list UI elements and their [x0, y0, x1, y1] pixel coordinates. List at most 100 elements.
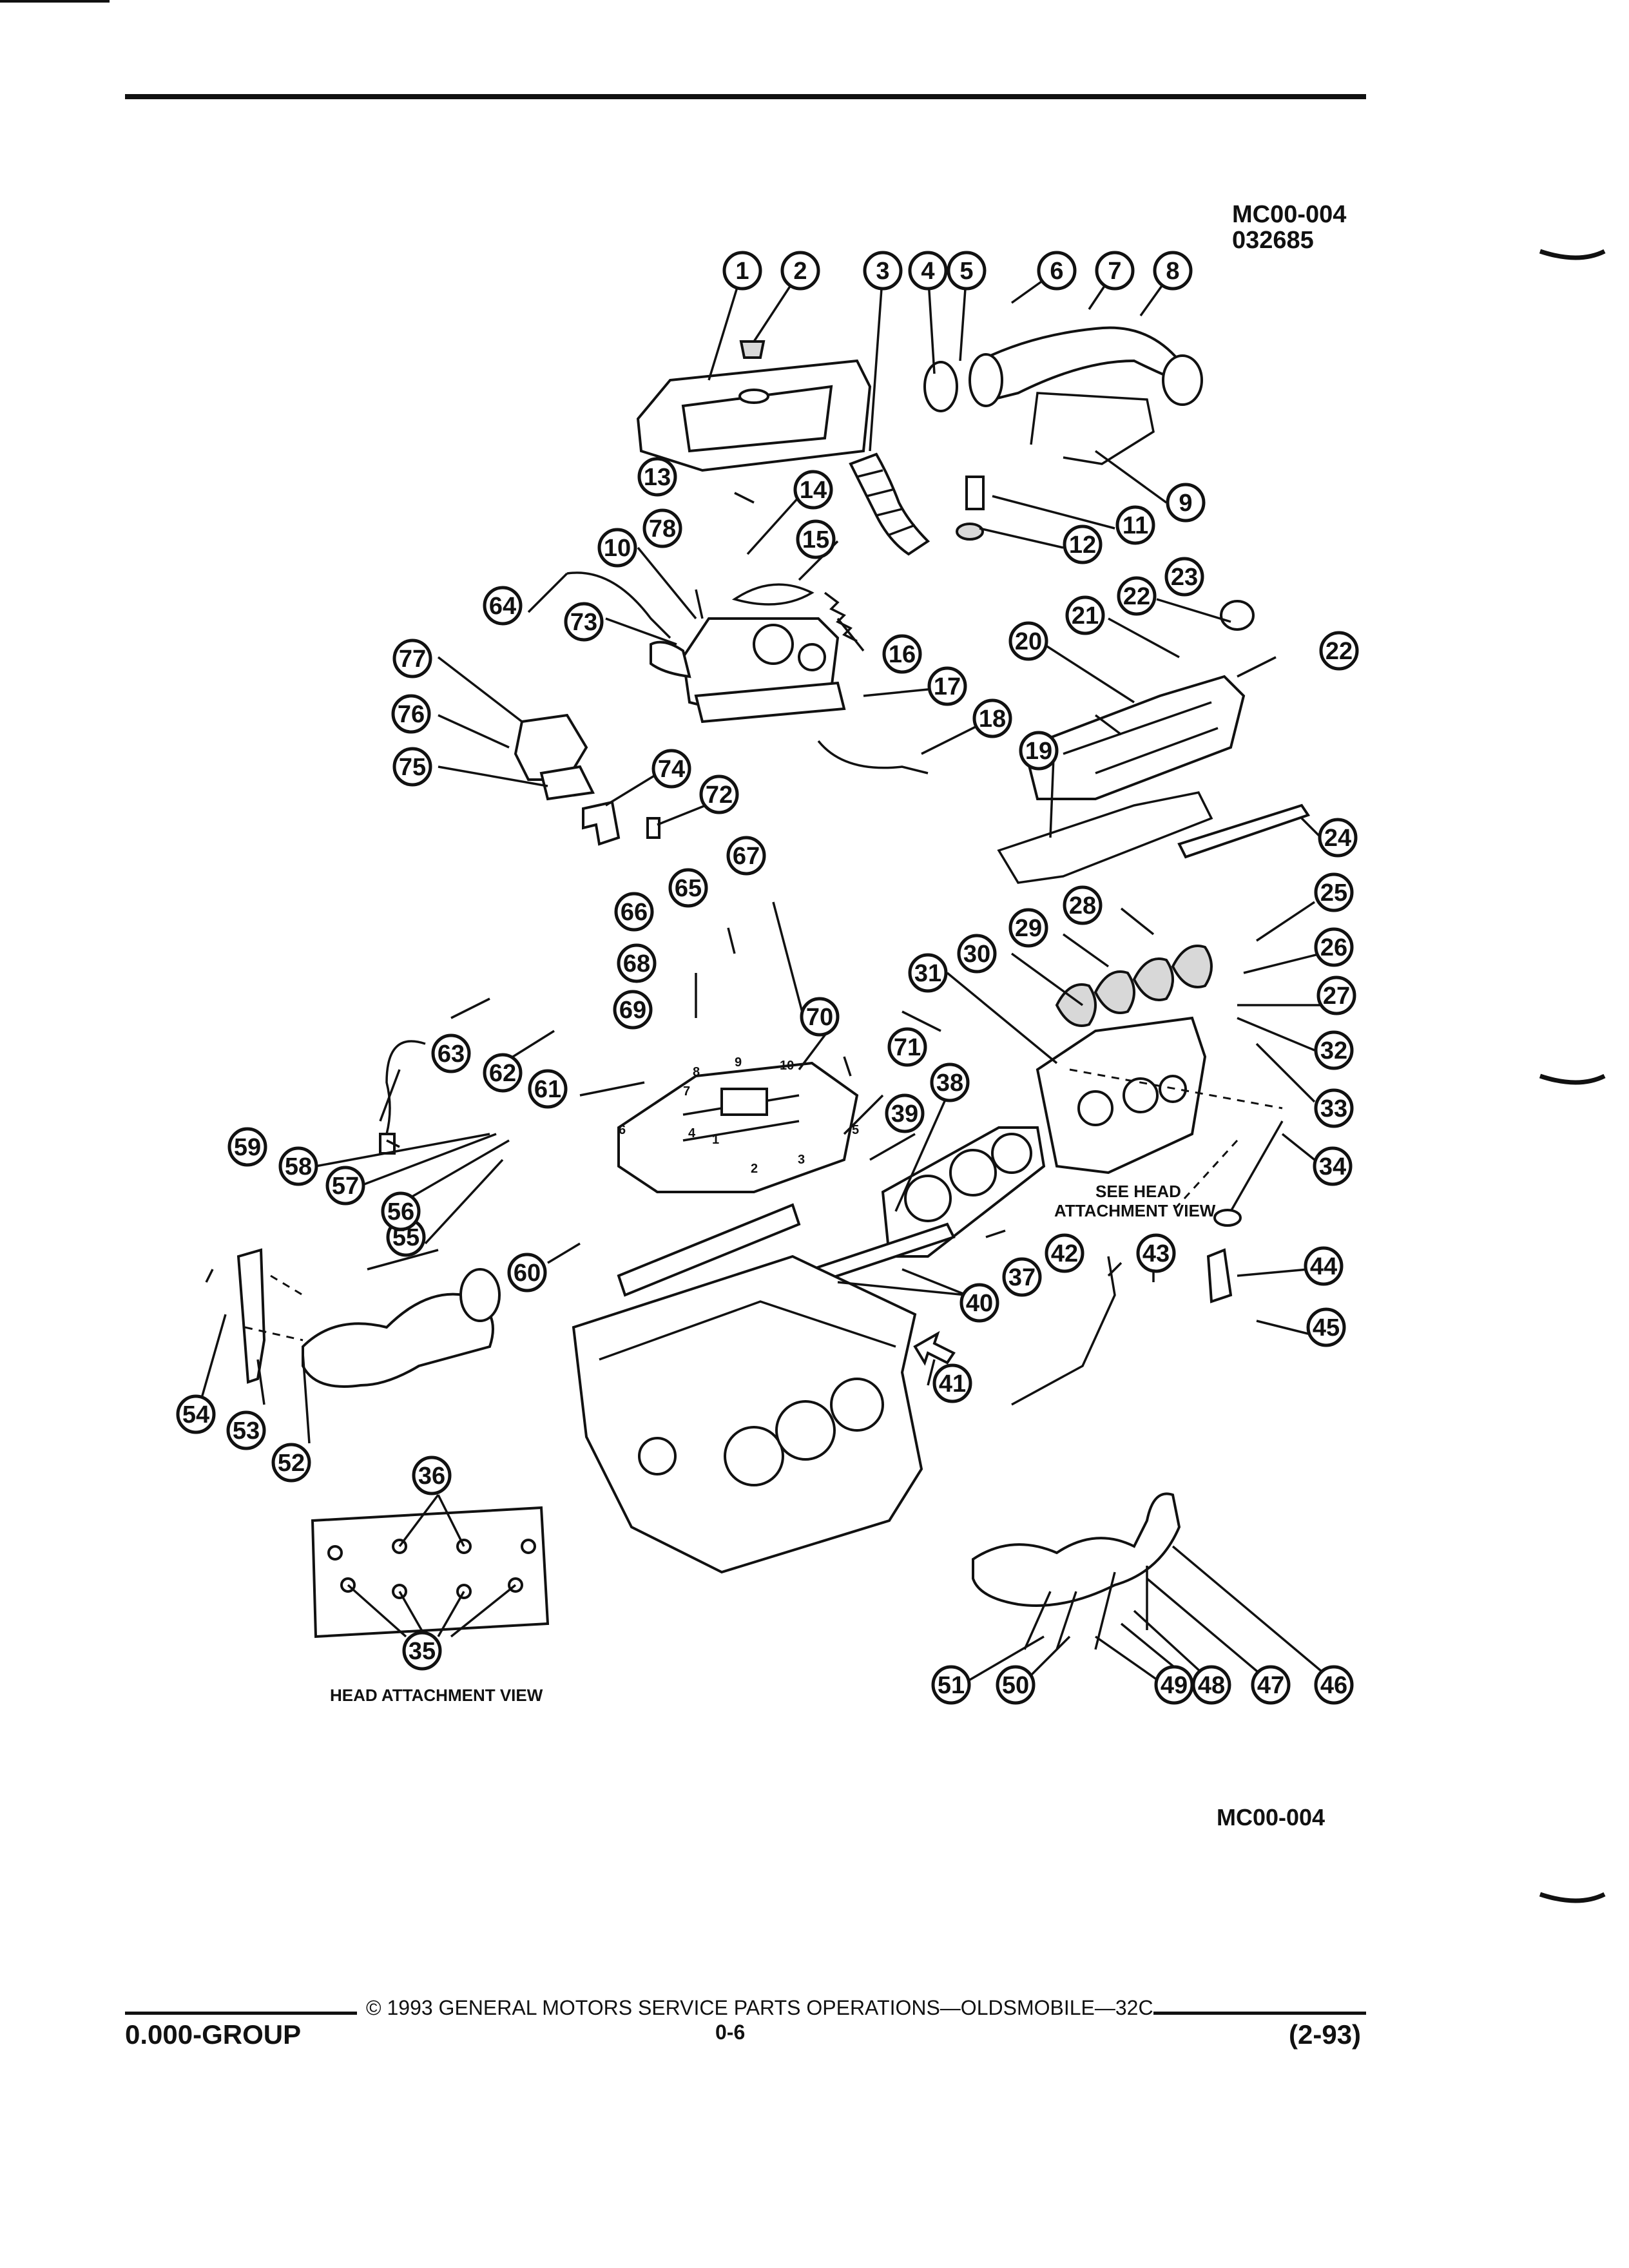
- callout-circle-59: [227, 1127, 267, 1167]
- callout-circle-47: [1251, 1665, 1291, 1705]
- callout-label-11: 11: [1123, 512, 1148, 539]
- callout-label-33: 33: [1320, 1095, 1347, 1122]
- callout-circle-14: [793, 470, 833, 510]
- throttle-body: [650, 617, 846, 724]
- callout-label-23: 23: [1171, 564, 1198, 591]
- callout-label-22: 22: [1123, 583, 1150, 610]
- callout-label-49: 49: [1161, 1672, 1188, 1699]
- callout-label-14: 14: [800, 477, 827, 504]
- bolt-order-number: 5: [852, 1123, 859, 1137]
- wing-nut: [739, 340, 766, 359]
- callout-circle-12: [1063, 524, 1103, 564]
- callout-label-57: 57: [332, 1173, 359, 1200]
- callout-circle-41: [932, 1363, 972, 1403]
- callout-circle-75: [392, 747, 432, 787]
- callout-label-48: 48: [1198, 1672, 1225, 1699]
- callout-label-37: 37: [1008, 1264, 1036, 1291]
- callout-circle-38: [930, 1062, 970, 1102]
- callout-circle-26: [1314, 927, 1354, 967]
- callout-label-6: 6: [1050, 258, 1063, 285]
- throttle-body-gasket: [731, 583, 815, 606]
- callout-circle-35: [402, 1631, 442, 1671]
- callout-circle-27: [1316, 975, 1356, 1015]
- callout-circle-43: [1136, 1233, 1176, 1273]
- rocker-cover: [1023, 600, 1255, 800]
- bolt-order-number: 1: [712, 1133, 719, 1147]
- callout-circle-17: [927, 666, 967, 706]
- engine-block: [572, 1254, 923, 1574]
- callout-circle-42: [1045, 1233, 1084, 1273]
- callout-label-53: 53: [233, 1418, 260, 1445]
- callout-label-47: 47: [1257, 1672, 1284, 1699]
- valve: [1213, 1120, 1284, 1227]
- callout-label-28: 28: [1069, 892, 1096, 919]
- callout-circle-72: [699, 774, 739, 814]
- callout-label-77: 77: [399, 646, 426, 673]
- figure-code: MC00-004: [1232, 201, 1347, 228]
- callout-label-56: 56: [387, 1198, 414, 1225]
- rocker-cover-gasket: [997, 791, 1213, 884]
- callout-label-16: 16: [889, 641, 916, 668]
- callout-circle-52: [271, 1443, 311, 1483]
- callout-label-58: 58: [285, 1153, 312, 1180]
- callout-circle-36: [412, 1456, 452, 1495]
- callout-circle-19: [1019, 731, 1059, 771]
- egr-bracket: [582, 800, 660, 846]
- bolt-order-number: 3: [798, 1153, 805, 1167]
- callout-label-78: 78: [649, 515, 676, 543]
- bolt-order-number: 9: [735, 1055, 742, 1070]
- callout-circle-50: [996, 1665, 1036, 1705]
- callout-label-8: 8: [1166, 258, 1179, 285]
- callout-label-74: 74: [658, 756, 685, 783]
- callout-circle-63: [431, 1033, 471, 1073]
- callout-label-1: 1: [735, 258, 749, 285]
- bolt-order-number: 4: [688, 1126, 696, 1140]
- cylinder-head: [1036, 1016, 1207, 1175]
- callout-circle-9: [1166, 483, 1206, 523]
- fuel-hose: [566, 572, 671, 639]
- callout-label-45: 45: [1313, 1314, 1340, 1341]
- head-attachment-caption: HEAD ATTACHMENT VIEW: [330, 1686, 543, 1705]
- callout-label-40: 40: [966, 1290, 993, 1317]
- callout-label-24: 24: [1324, 825, 1351, 852]
- callout-label-43: 43: [1142, 1240, 1170, 1267]
- callout-label-20: 20: [1015, 628, 1042, 655]
- callout-circle-22: [1117, 576, 1157, 616]
- callout-circle-78: [642, 508, 682, 548]
- callout-label-62: 62: [489, 1060, 516, 1087]
- footer-date: (2-93): [1289, 2019, 1362, 2050]
- callout-circle-34: [1313, 1146, 1353, 1186]
- duct-hose: [849, 452, 930, 556]
- callout-circle-4: [908, 251, 948, 291]
- figure-date: 032685: [1232, 227, 1314, 254]
- callout-circle-76: [391, 694, 431, 734]
- callout-label-17: 17: [934, 673, 961, 700]
- callout-circle-65: [668, 868, 708, 908]
- callout-label-38: 38: [936, 1070, 963, 1097]
- callout-label-65: 65: [675, 875, 702, 902]
- callout-circle-15: [796, 519, 836, 559]
- footer-rule-right: [1153, 2012, 1366, 2015]
- page-margin-marks: [1539, 249, 1606, 1903]
- air-cleaner-cover: [636, 359, 872, 472]
- callout-circle-5: [947, 251, 987, 291]
- callout-circle-64: [483, 586, 523, 626]
- heat-shield: [236, 1248, 266, 1384]
- oxygen-sensor: [379, 1040, 426, 1155]
- callout-label-50: 50: [1002, 1672, 1029, 1699]
- callout-circle-54: [176, 1394, 216, 1434]
- callout-label-68: 68: [623, 950, 650, 977]
- callout-label-13: 13: [644, 464, 671, 491]
- callout-label-41: 41: [939, 1370, 966, 1398]
- callout-circle-62: [483, 1053, 523, 1093]
- callout-label-31: 31: [914, 960, 941, 987]
- egr-valve: [514, 713, 595, 801]
- callout-label-42: 42: [1051, 1240, 1078, 1267]
- callout-label-9: 9: [1179, 490, 1192, 517]
- manifold-studs: [1023, 1566, 1148, 1650]
- callout-label-29: 29: [1015, 915, 1042, 942]
- callout-label-18: 18: [979, 706, 1006, 733]
- rocker-arms: [1055, 945, 1213, 1027]
